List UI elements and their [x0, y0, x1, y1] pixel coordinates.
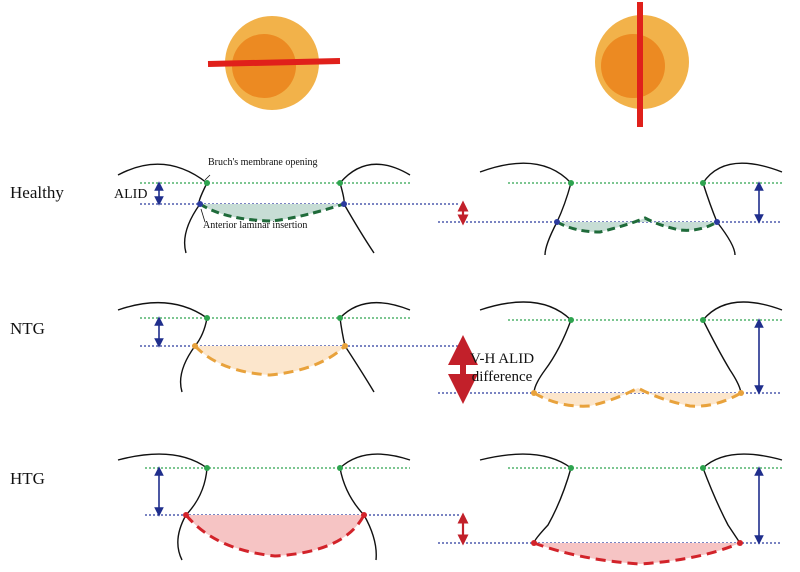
vh-alid-difference-label: V-H ALID difference	[470, 350, 534, 386]
row-label-ntg: NTG	[10, 319, 45, 338]
optic-disc-vertical-scan-icon	[595, 2, 689, 127]
htg-vertical-section	[438, 453, 783, 566]
ntg-vertical-section	[438, 301, 783, 408]
ntg-horizontal-section	[117, 301, 460, 393]
vh-alid-difference-line1: V-H ALID	[470, 351, 535, 367]
htg-horizontal-section	[117, 453, 460, 561]
healthy-vertical-section	[438, 162, 783, 256]
anterior-laminar-insertion-label: Anterior laminar insertion	[203, 220, 308, 231]
healthy-horizontal-section	[117, 163, 460, 254]
row-label-htg: HTG	[10, 469, 45, 488]
alid-label: ALID	[114, 187, 148, 202]
row-label-healthy: Healthy	[10, 183, 64, 202]
vh-alid-difference-line2: difference	[471, 369, 533, 385]
bruchs-membrane-opening-label: Bruch's membrane opening	[208, 157, 318, 168]
optic-disc-horizontal-scan-icon	[207, 16, 341, 110]
